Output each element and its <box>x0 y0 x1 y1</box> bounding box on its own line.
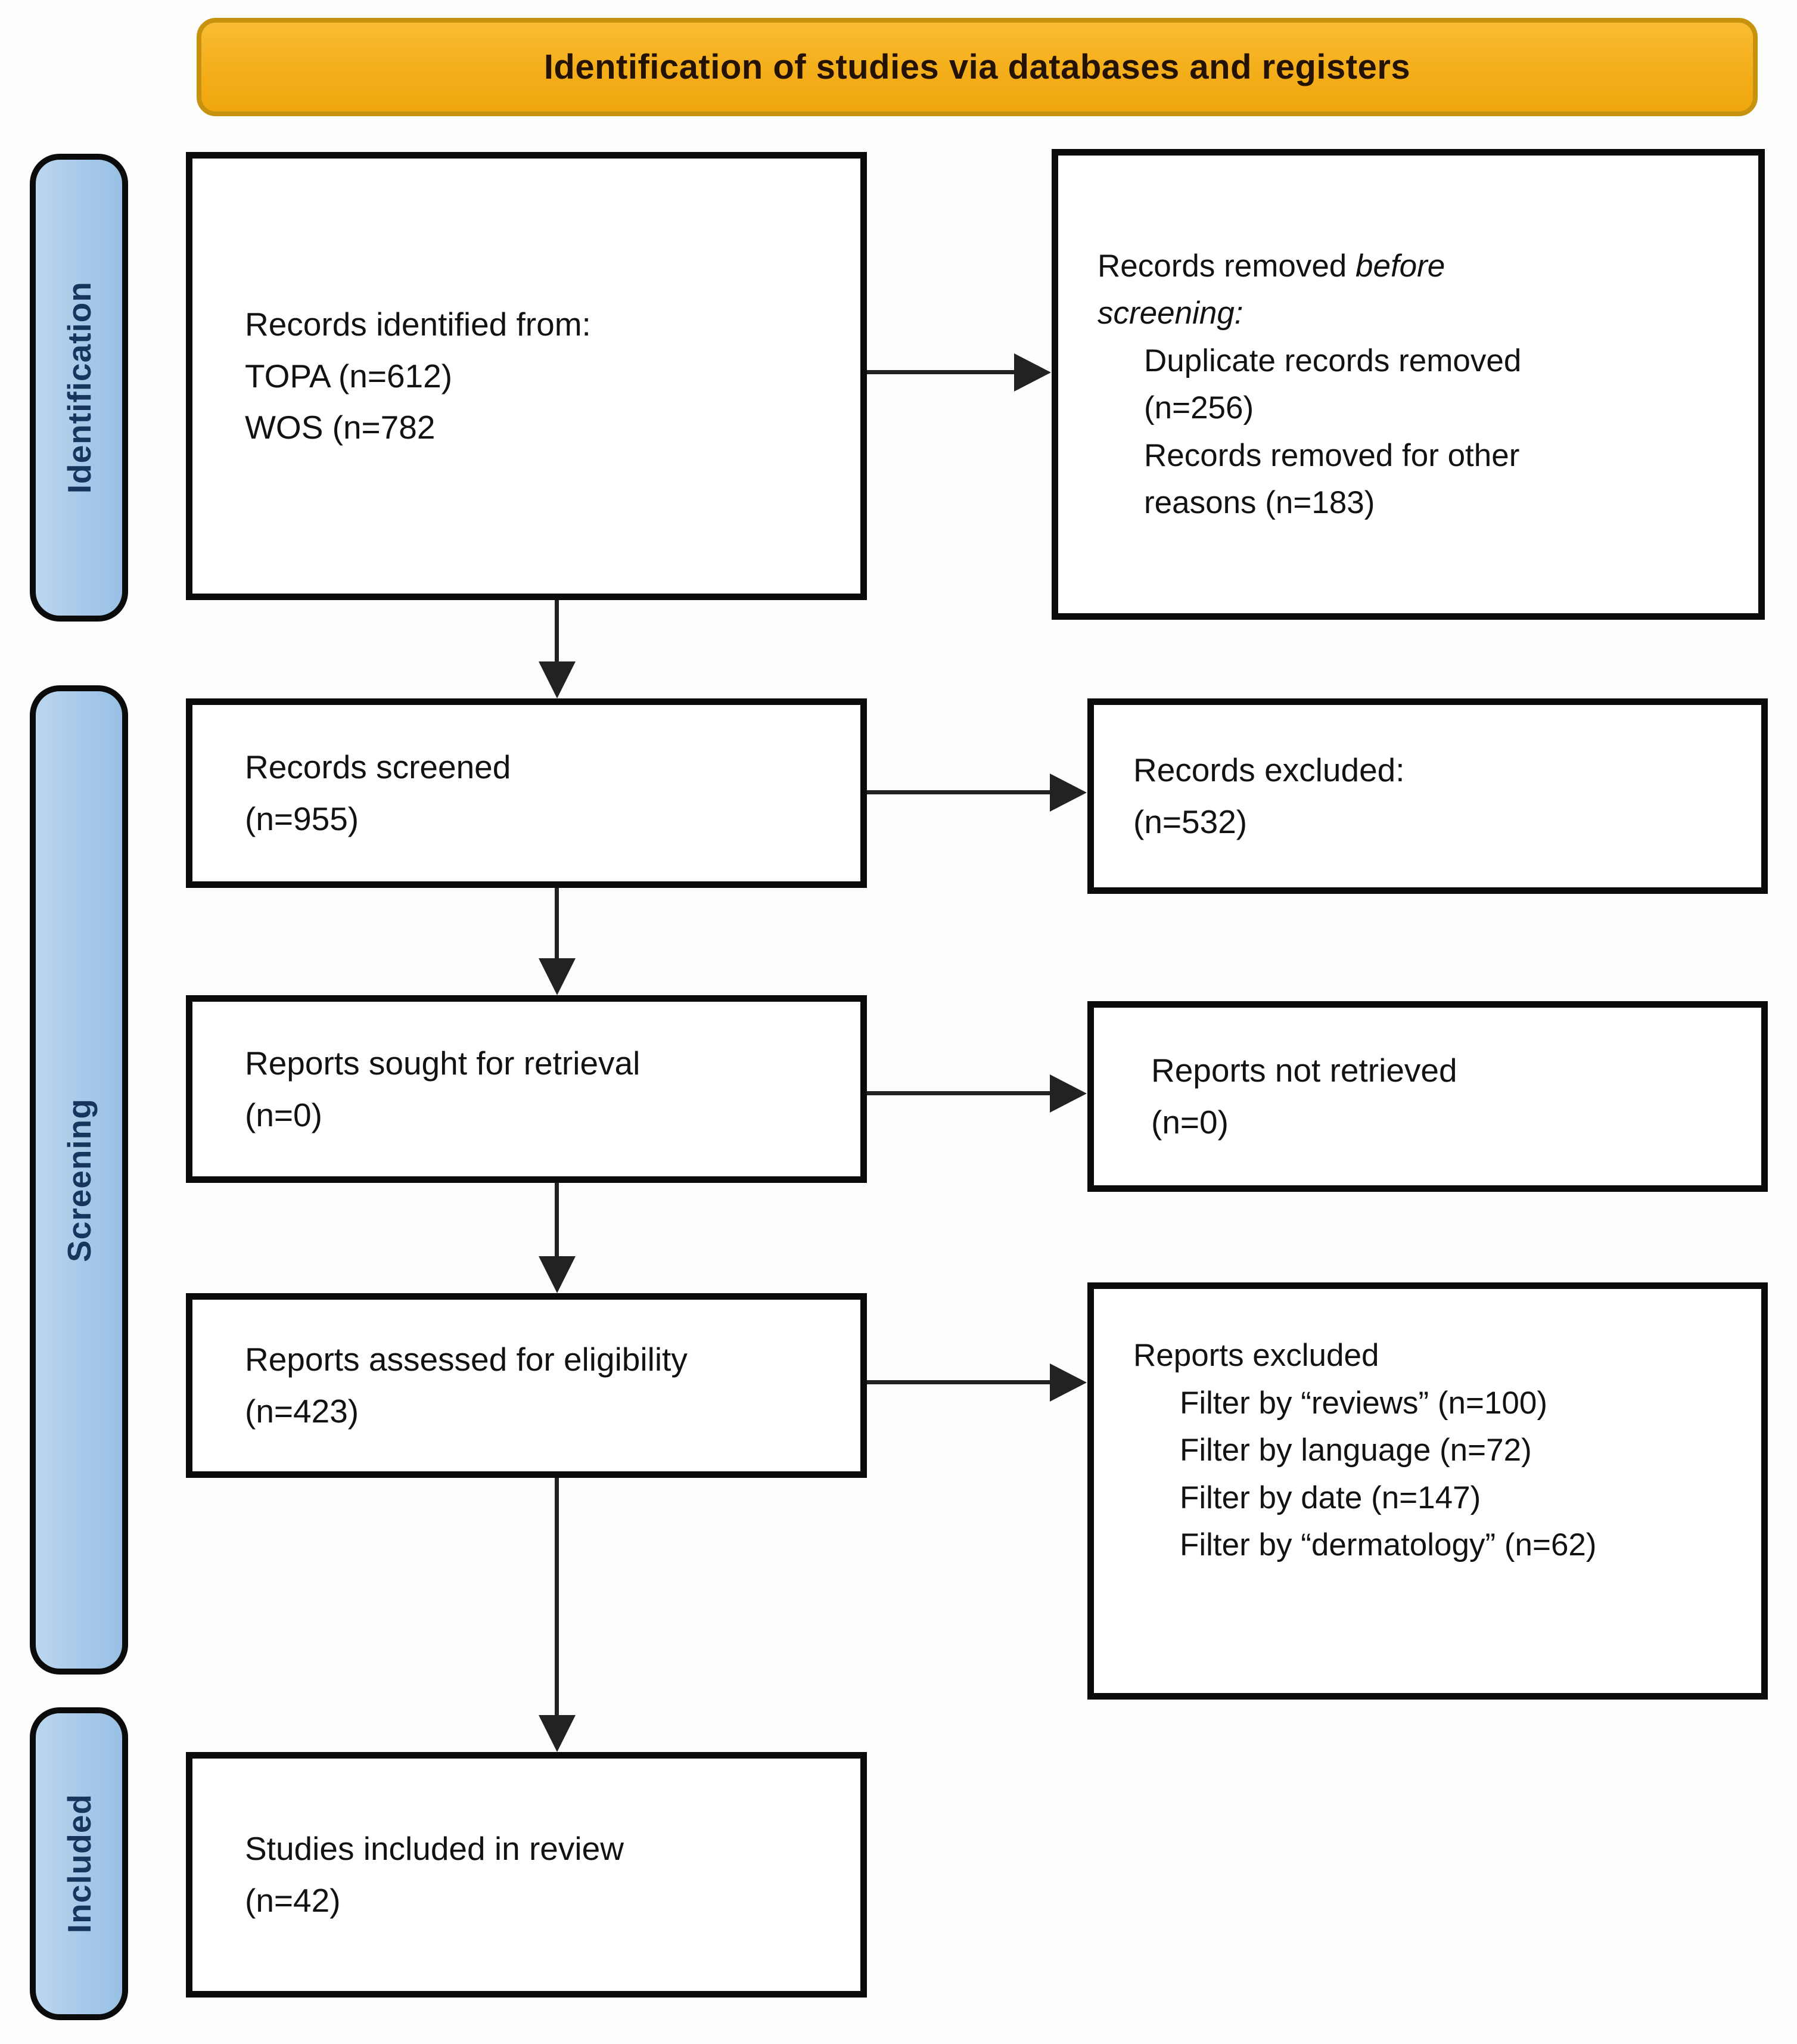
filter-language: Filter by language (n=72) <box>1180 1433 1532 1468</box>
arrow-identified-to-removed-head <box>1014 353 1051 392</box>
arrow-identified-to-screened-line <box>555 600 559 663</box>
reports-excluded-title: Reports excluded <box>1133 1338 1379 1373</box>
removed-before-line1: Records removed before <box>1098 243 1758 290</box>
filter-date: Filter by date (n=147) <box>1180 1480 1481 1515</box>
banner-title: Identification of studies via databases … <box>543 48 1411 86</box>
box-reports-sought: Reports sought for retrieval (n=0) <box>186 995 867 1183</box>
records-excluded-line1: Records excluded: <box>1133 751 1405 789</box>
arrow-assessed-to-excluded-head <box>1050 1363 1087 1402</box>
box-reports-not-retrieved: Reports not retrieved (n=0) <box>1087 1001 1768 1192</box>
arrow-screened-to-excluded-line <box>867 790 1052 794</box>
records-screened-line2: (n=955) <box>245 800 359 837</box>
reports-sought-line1: Reports sought for retrieval <box>245 1044 641 1082</box>
removed-before-line2: screening: <box>1098 296 1243 331</box>
arrow-sought-to-assessed-line <box>555 1183 559 1257</box>
box-records-screened: Records screened (n=955) <box>186 698 867 888</box>
arrow-screened-to-sought-head <box>539 958 576 995</box>
records-identified-line1: Records identified from: <box>245 305 591 343</box>
banner: Identification of studies via databases … <box>197 18 1758 116</box>
removed-before-line1-italic: before <box>1347 248 1445 284</box>
box-studies-included: Studies included in review (n=42) <box>186 1752 867 1998</box>
duplicate-records-removed-line1: Duplicate records removed <box>1144 343 1522 378</box>
arrow-assessed-to-included-line <box>555 1478 559 1716</box>
stage-label-screening: Screening <box>60 1098 98 1262</box>
stage-bar-identification: Identification <box>30 154 128 622</box>
duplicate-records-removed-line2: (n=256) <box>1144 390 1254 425</box>
records-identified-line2: TOPA (n=612) <box>245 357 453 394</box>
arrow-identified-to-removed-line <box>867 370 1017 374</box>
records-screened-line1: Records screened <box>245 748 511 786</box>
reports-not-retrieved-line2: (n=0) <box>1151 1104 1229 1141</box>
reports-not-retrieved-line1: Reports not retrieved <box>1151 1052 1457 1089</box>
box-records-excluded: Records excluded: (n=532) <box>1087 698 1768 894</box>
arrow-screened-to-excluded-head <box>1050 774 1087 812</box>
records-removed-other-line1: Records removed for other <box>1144 437 1520 473</box>
arrow-identified-to-screened-head <box>539 661 576 698</box>
stage-bar-screening: Screening <box>30 685 128 1675</box>
box-records-identified: Records identified from: TOPA (n=612) WO… <box>186 152 867 600</box>
studies-included-line1: Studies included in review <box>245 1830 624 1868</box>
filter-reviews: Filter by “reviews” (n=100) <box>1180 1385 1548 1421</box>
records-excluded-line2: (n=532) <box>1133 803 1248 840</box>
studies-included-line2: (n=42) <box>245 1882 341 1919</box>
box-reports-assessed: Reports assessed for eligibility (n=423) <box>186 1293 867 1478</box>
box-records-removed-before-screening: Records removed before screening: Duplic… <box>1052 149 1765 620</box>
arrow-sought-to-notretrieved-head <box>1050 1074 1087 1113</box>
arrow-sought-to-assessed-head <box>539 1256 576 1293</box>
stage-bar-included: Included <box>30 1707 128 2020</box>
arrow-assessed-to-excluded-line <box>867 1380 1052 1384</box>
records-removed-other-line2: reasons (n=183) <box>1144 485 1375 520</box>
stage-label-identification: Identification <box>60 281 98 494</box>
reports-assessed-line1: Reports assessed for eligibility <box>245 1341 688 1378</box>
arrow-screened-to-sought-line <box>555 888 559 959</box>
reports-sought-line2: (n=0) <box>245 1096 322 1133</box>
arrow-assessed-to-included-head <box>539 1715 576 1752</box>
removed-before-line1-normal: Records removed <box>1098 248 1347 284</box>
filter-dermatology: Filter by “dermatology” (n=62) <box>1180 1527 1597 1562</box>
box-reports-excluded-filters: Reports excluded Filter by “reviews” (n=… <box>1087 1282 1768 1700</box>
reports-assessed-line2: (n=423) <box>245 1393 359 1430</box>
stage-label-included: Included <box>60 1794 98 1934</box>
arrow-sought-to-notretrieved-line <box>867 1091 1052 1095</box>
records-identified-line3: WOS (n=782 <box>245 409 436 446</box>
